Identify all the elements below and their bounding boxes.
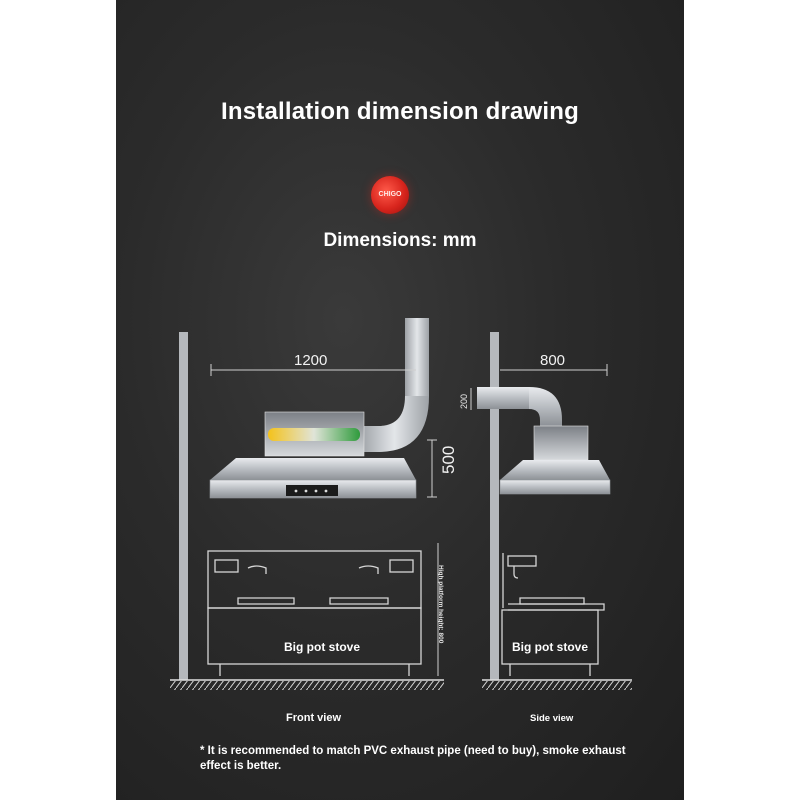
side-pipe-dimension: 200	[459, 393, 469, 409]
front-view-caption: Front view	[286, 712, 342, 724]
side-view-drawing	[470, 332, 632, 690]
side-hood-front	[499, 479, 611, 495]
side-width-dimension: 800	[540, 352, 566, 369]
front-view-drawing	[170, 318, 444, 690]
front-height-dimension: 500	[439, 445, 458, 474]
front-duct-vertical	[405, 318, 429, 396]
side-hood-skirt	[500, 460, 610, 480]
hood-skirt	[210, 458, 416, 480]
installation-note: * It is recommended to match PVC exhaust…	[200, 745, 626, 772]
platform-height-label: High platform height: 800	[437, 565, 444, 644]
side-stove-outline	[501, 553, 605, 676]
side-hood-box	[533, 425, 589, 461]
hood-banner	[268, 428, 360, 441]
hood-control-panel	[286, 485, 338, 496]
side-view-caption: Side view	[530, 713, 574, 724]
diagram-panel: Installation dimension drawing CHIGO Dim…	[116, 0, 684, 800]
brand-seal-text: CHIGO	[378, 191, 402, 198]
side-duct-horizontal	[477, 387, 529, 409]
front-wall	[179, 332, 188, 680]
installation-drawing	[170, 318, 632, 690]
side-stove-label: Big pot stove	[512, 640, 589, 654]
side-wall	[490, 332, 499, 680]
page-title: Installation dimension drawing	[220, 98, 580, 125]
front-duct-elbow	[360, 396, 429, 452]
brand-seal-icon: CHIGO	[371, 176, 409, 214]
front-width-dimension: 1200	[294, 352, 328, 369]
front-stove-outline	[207, 550, 422, 676]
front-stove-label: Big pot stove	[284, 640, 361, 654]
side-duct-elbow	[529, 387, 562, 426]
units-subtitle: Dimensions: mm	[323, 230, 477, 251]
